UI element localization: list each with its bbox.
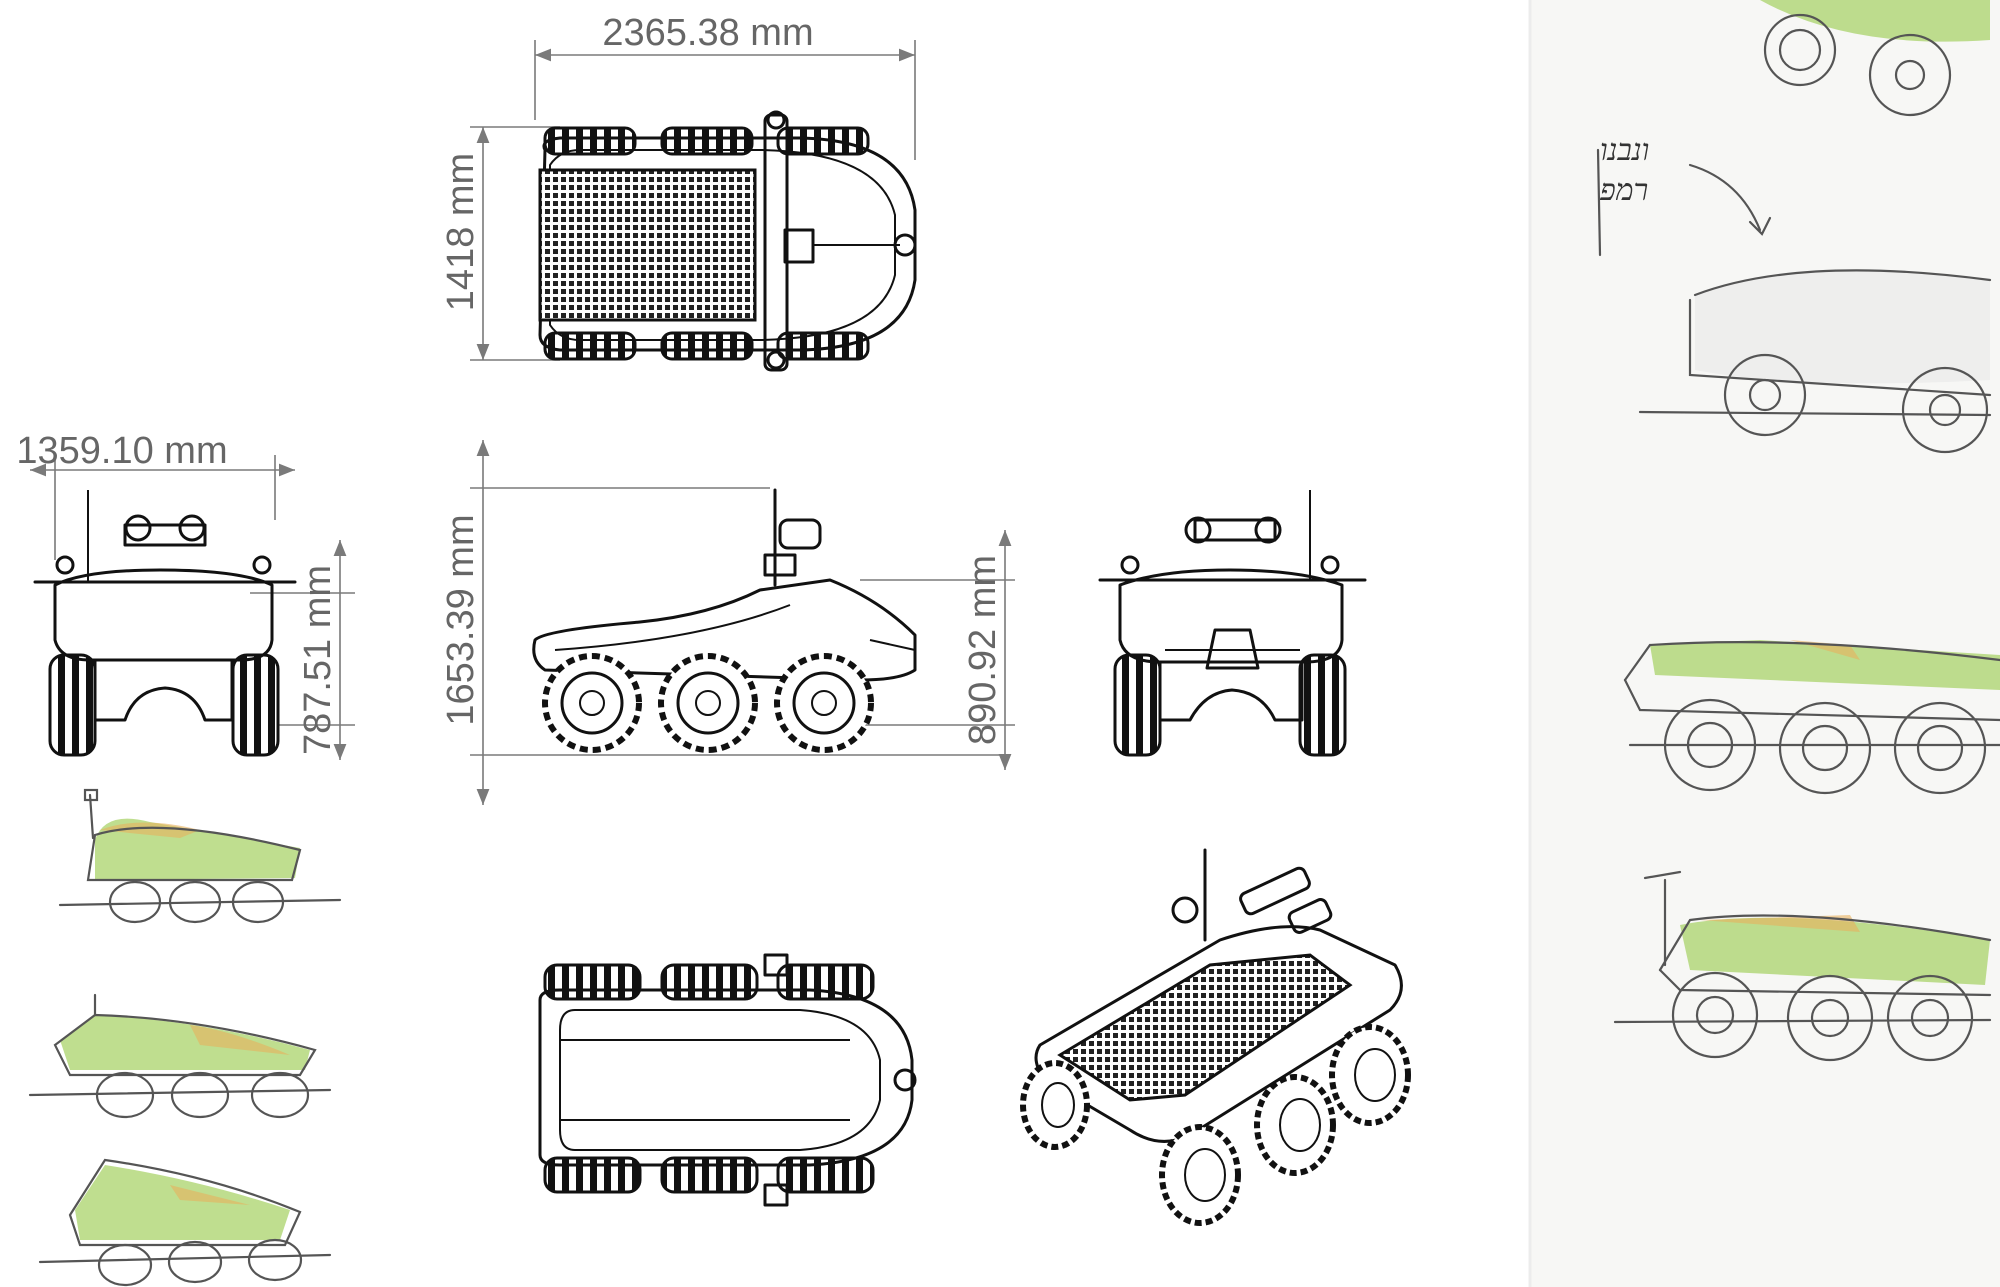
- top-width-label: 1418 mm: [440, 153, 482, 311]
- top-length-label: 2365.38 mm: [602, 12, 813, 54]
- sketch-left-3: [38, 1158, 332, 1287]
- iso-wheel-mid-right: [1254, 1074, 1336, 1176]
- side-wheel-2: [658, 653, 758, 753]
- iso-wheel-rear-right: [1329, 1024, 1411, 1126]
- front-width-label: 1359.10 mm: [16, 430, 227, 472]
- sketch-left-2: [28, 993, 332, 1119]
- iso-wheel-front-left: [1020, 1060, 1090, 1150]
- side-wheel-3: [774, 653, 874, 753]
- front-height-label: 787.51 mm: [297, 565, 339, 755]
- top-view: 2365.38 mm 1418 mm: [440, 12, 917, 372]
- sketch-right-top: [1760, 0, 1990, 117]
- rear-view: [1098, 490, 1367, 757]
- sketch-note-line1: ונבנו: [1600, 133, 1649, 168]
- side-total-height-label: 1653.39 mm: [440, 514, 482, 725]
- bottom-view: [538, 953, 917, 1207]
- right-sketch-panel: ונבנו רמפ: [1528, 0, 2000, 1287]
- left-sketches: [28, 788, 342, 1287]
- isometric-view: [1020, 848, 1411, 1226]
- sketch-right-3: [1623, 640, 2000, 795]
- front-view: 1359.10 mm 787.51 mm: [16, 430, 355, 760]
- sketch-right-4: [1613, 870, 1992, 1062]
- sketch-left-1: [58, 788, 342, 924]
- side-view: 1653.39 mm 890.92 mm: [440, 440, 1015, 805]
- sketch-right-2: [1638, 269, 1992, 454]
- iso-wheel-front-right: [1159, 1124, 1241, 1226]
- side-wheel-1: [542, 653, 642, 753]
- sketch-note-line2: רמפ: [1599, 173, 1648, 208]
- side-body-height-label: 890.92 mm: [962, 555, 1004, 745]
